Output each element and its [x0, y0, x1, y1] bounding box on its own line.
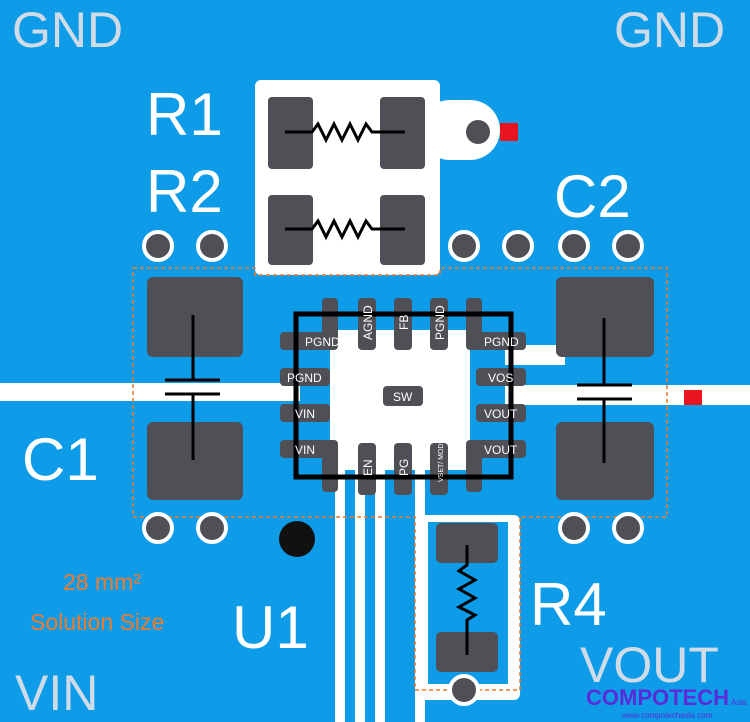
net-label-vout: VOUT — [580, 637, 719, 693]
pin-label: PGND — [287, 371, 322, 385]
ic-u1-outline — [293, 311, 514, 480]
ref-c2: C2 — [554, 163, 631, 230]
watermark-url: www.compotechasia.com — [621, 711, 713, 720]
net-label-gnd-left: GND — [12, 2, 123, 58]
net-label-vin: VIN — [15, 665, 98, 721]
courtyard-outline — [132, 267, 668, 691]
pin-label: AGND — [361, 305, 375, 340]
ref-c1: C1 — [22, 426, 99, 493]
watermark: COMPOTECH Asia www.compotechasia.com — [586, 685, 747, 720]
pin1-marker — [279, 521, 315, 557]
schematic-symbols — [165, 120, 632, 655]
ref-r2: R2 — [146, 158, 223, 225]
pin-label: VOUT — [484, 443, 518, 457]
pin-label: VOUT — [484, 407, 518, 421]
pin-label: VSET/ MODE — [438, 438, 445, 482]
pin-label: VOS — [488, 371, 513, 385]
solution-area: 28 mm² — [63, 569, 141, 595]
ref-r1: R1 — [146, 81, 223, 148]
net-label-gnd-right: GND — [614, 2, 725, 58]
pin-label: PGND — [305, 335, 340, 349]
pin-label: EN — [361, 459, 375, 476]
solution-size-label: Solution Size — [30, 609, 164, 635]
test-point-marker — [684, 390, 702, 405]
pin-label-sw: SW — [393, 390, 413, 404]
component-pads — [147, 97, 654, 672]
test-point-marker — [500, 123, 518, 141]
vias — [142, 116, 644, 706]
ref-r4: R4 — [530, 571, 607, 638]
pin-label: PGND — [433, 305, 447, 340]
pin-label: VIN — [295, 407, 315, 421]
pin-label: PG — [397, 459, 411, 476]
watermark-suffix: Asia — [731, 698, 747, 707]
ref-u1: U1 — [232, 594, 309, 661]
watermark-brand: COMPOTECH — [586, 685, 729, 710]
pin-label: FB — [397, 315, 411, 330]
pin-label: PGND — [484, 335, 519, 349]
pin-label: VIN — [295, 443, 315, 457]
